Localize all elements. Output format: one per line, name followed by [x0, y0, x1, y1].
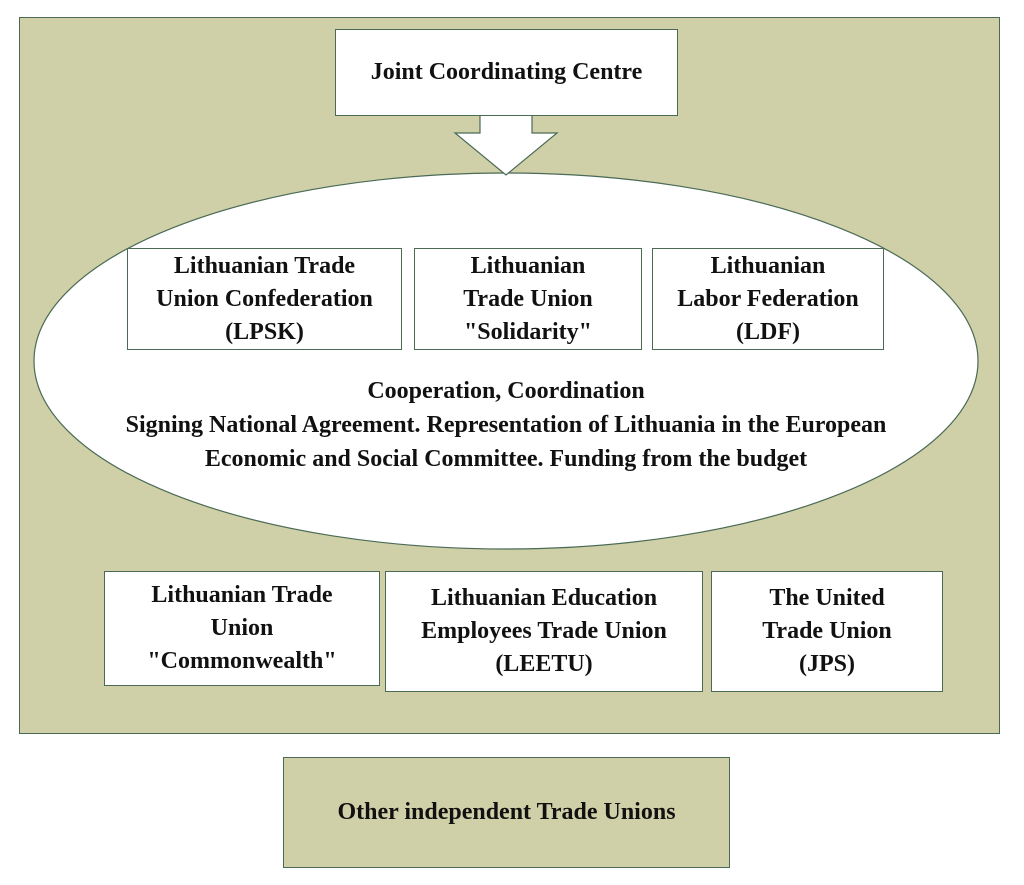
down-arrow: [453, 113, 559, 176]
description-line: Cooperation, Coordination: [367, 378, 645, 404]
union-box-lpsk: Lithuanian Trade Union Confederation (LP…: [127, 248, 402, 350]
union-line: Lithuanian Trade: [173, 252, 356, 279]
union-line: (LPSK): [225, 318, 304, 345]
description-line: Economic and Social Committee. Funding f…: [204, 446, 808, 472]
union-line: Employees Trade Union: [421, 618, 667, 644]
description-line: Signing National Agreement. Representati…: [125, 412, 887, 438]
union-line: "Commonwealth": [147, 648, 337, 674]
union-line: "Solidarity": [463, 318, 592, 345]
coordination-ellipse: [33, 172, 979, 550]
union-box-solidarity: Lithuanian Trade Union "Solidarity": [414, 248, 642, 350]
other-unions-label: Other independent Trade Unions: [337, 799, 676, 825]
union-line: Lithuanian Trade: [151, 582, 333, 608]
union-line: Trade Union: [463, 285, 593, 312]
union-line: Lithuanian: [710, 252, 826, 279]
union-line: Union Confederation: [156, 285, 373, 312]
coordination-description: Cooperation, Coordination Signing Nation…: [40, 374, 972, 476]
union-line: (JPS): [798, 651, 855, 677]
union-box-leetu: Lithuanian Education Employees Trade Uni…: [385, 571, 703, 692]
union-line: Trade Union: [762, 618, 892, 644]
joint-coordinating-centre-box: Joint Coordinating Centre: [335, 29, 678, 116]
union-line: Union: [210, 615, 274, 641]
union-line: (LDF): [736, 318, 800, 345]
union-box-commonwealth: Lithuanian Trade Union "Commonwealth": [104, 571, 380, 686]
union-line: (LEETU): [495, 651, 593, 677]
union-line: Labor Federation: [677, 285, 859, 312]
joint-coordinating-centre-label: Joint Coordinating Centre: [370, 59, 643, 85]
other-unions-box: Other independent Trade Unions: [283, 757, 730, 868]
union-box-jps: The United Trade Union (JPS): [711, 571, 943, 692]
union-line: Lithuanian: [470, 252, 586, 279]
union-line: Lithuanian Education: [430, 585, 658, 611]
union-box-ldf: Lithuanian Labor Federation (LDF): [652, 248, 884, 350]
union-line: The United: [769, 585, 885, 611]
